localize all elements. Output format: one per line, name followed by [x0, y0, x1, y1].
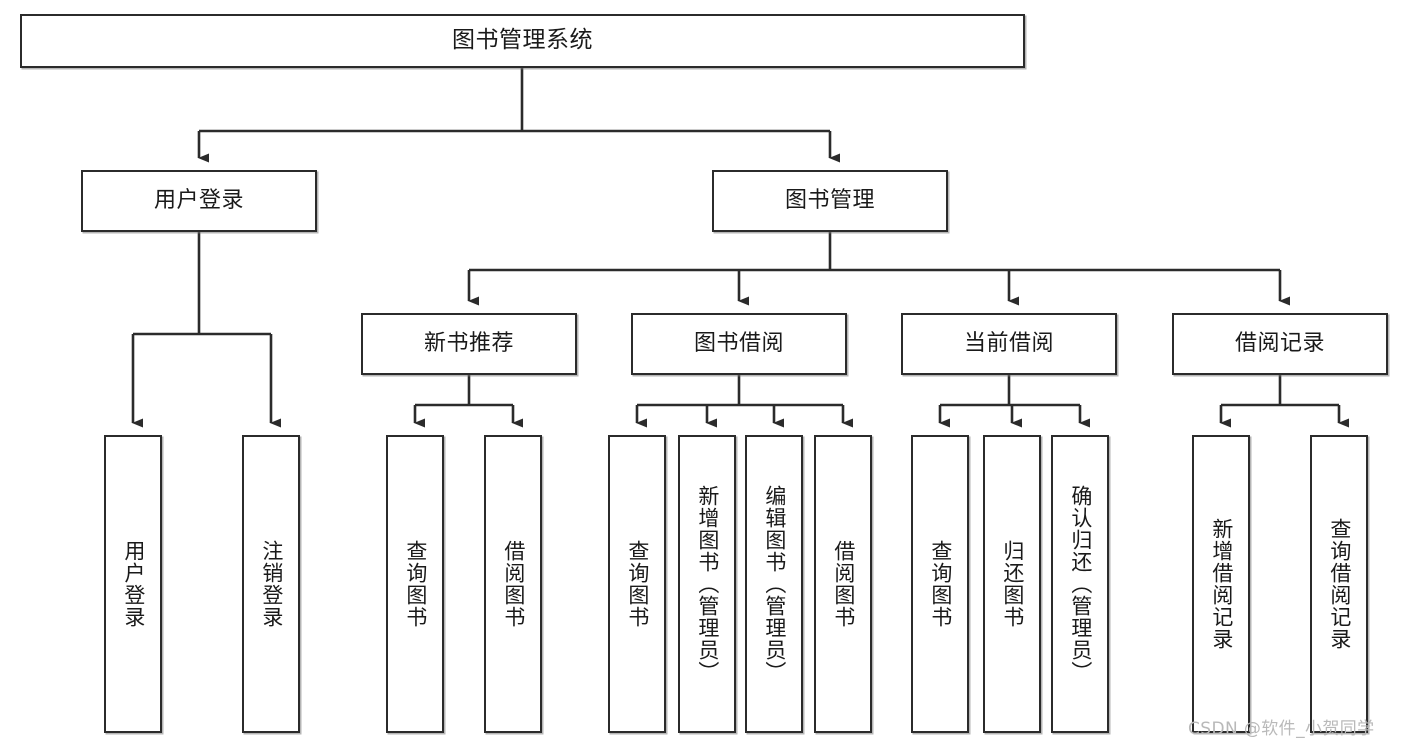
leaf-query-book-borrow[interactable]: 查询图书 [608, 435, 666, 733]
node-book-manage-label: 图书管理 [784, 188, 875, 214]
node-borrow-record[interactable]: 借阅记录 [1172, 313, 1388, 375]
node-current-borrow[interactable]: 当前借阅 [901, 313, 1117, 375]
leaf-borrow-book-label: 借阅图书 [831, 540, 856, 628]
leaf-confirm-return-label: 确认归还（管理员） [1068, 485, 1093, 683]
leaf-user-login-label: 用户登录 [121, 540, 146, 628]
node-root[interactable]: 图书管理系统 [20, 14, 1025, 68]
leaf-query-book-rec-label: 查询图书 [403, 540, 428, 628]
leaf-return-book-label: 归还图书 [1000, 540, 1025, 628]
leaf-return-book[interactable]: 归还图书 [983, 435, 1041, 733]
leaf-edit-book[interactable]: 编辑图书（管理员） [745, 435, 803, 733]
leaf-query-book-rec[interactable]: 查询图书 [386, 435, 444, 733]
node-borrow-record-label: 借阅记录 [1234, 331, 1325, 357]
leaf-borrow-book-rec-label: 借阅图书 [501, 540, 526, 628]
leaf-query-book-cur-label: 查询图书 [928, 540, 953, 628]
leaf-user-logout[interactable]: 注销登录 [242, 435, 300, 733]
leaf-query-record[interactable]: 查询借阅记录 [1310, 435, 1368, 733]
node-new-book-rec-label: 新书推荐 [423, 331, 514, 357]
leaf-borrow-book[interactable]: 借阅图书 [814, 435, 872, 733]
leaf-add-record[interactable]: 新增借阅记录 [1192, 435, 1250, 733]
leaf-query-record-label: 查询借阅记录 [1327, 518, 1352, 650]
node-new-book-rec[interactable]: 新书推荐 [361, 313, 577, 375]
leaf-user-login[interactable]: 用户登录 [104, 435, 162, 733]
leaf-add-book-label: 新增图书（管理员） [695, 485, 720, 683]
leaf-query-book-cur[interactable]: 查询图书 [911, 435, 969, 733]
leaf-add-record-label: 新增借阅记录 [1209, 518, 1234, 650]
leaf-query-book-borrow-label: 查询图书 [625, 540, 650, 628]
leaf-user-logout-label: 注销登录 [259, 540, 284, 628]
leaf-borrow-book-rec[interactable]: 借阅图书 [484, 435, 542, 733]
node-book-borrow[interactable]: 图书借阅 [631, 313, 847, 375]
leaf-confirm-return[interactable]: 确认归还（管理员） [1051, 435, 1109, 733]
csdn-watermark: CSDN @软件_小贺同学 [1188, 719, 1375, 739]
leaf-add-book[interactable]: 新增图书（管理员） [678, 435, 736, 733]
node-root-label: 图书管理系统 [452, 27, 593, 54]
node-user-login-label: 用户登录 [153, 188, 244, 214]
leaf-edit-book-label: 编辑图书（管理员） [762, 485, 787, 683]
node-book-manage[interactable]: 图书管理 [712, 170, 948, 232]
node-user-login[interactable]: 用户登录 [81, 170, 317, 232]
node-current-borrow-label: 当前借阅 [963, 331, 1054, 357]
node-book-borrow-label: 图书借阅 [693, 331, 784, 357]
